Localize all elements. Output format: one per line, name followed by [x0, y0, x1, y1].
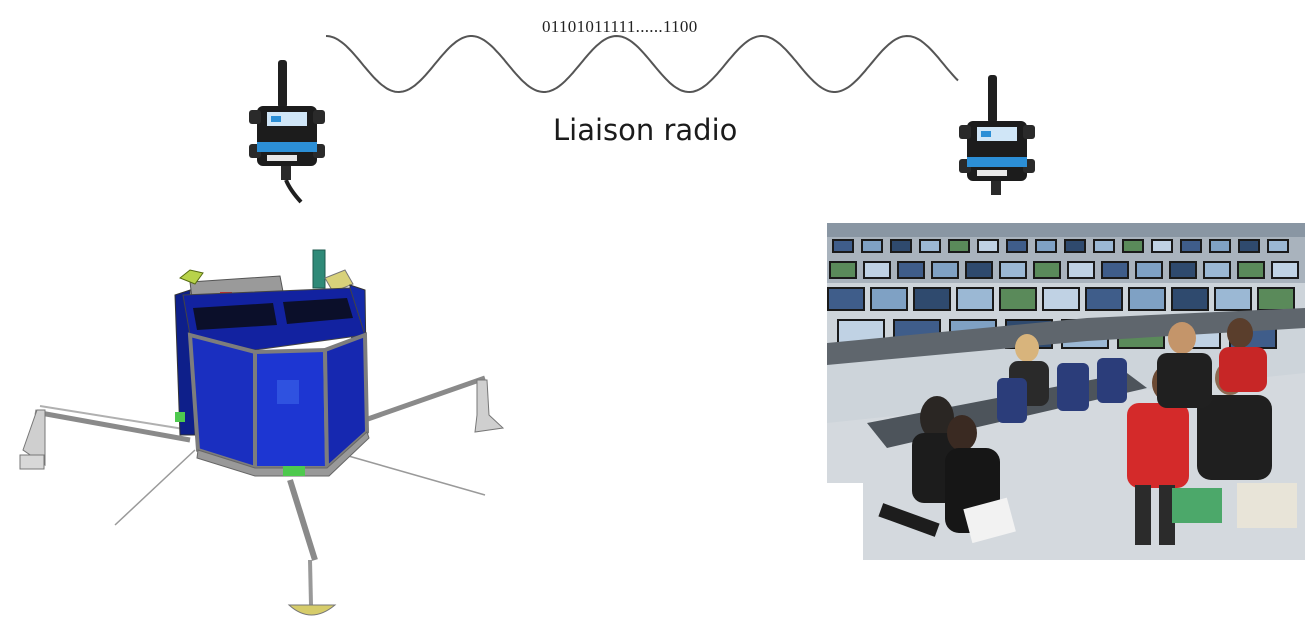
monitor-screen	[892, 241, 910, 251]
monitor-screen	[899, 263, 923, 277]
radio-transceiver-icon	[249, 60, 325, 204]
mission-control-room-photo	[827, 223, 1305, 560]
monitor-screen	[967, 263, 991, 277]
monitor-screen	[1124, 241, 1142, 251]
radio-transceiver-icon	[959, 75, 1035, 195]
monitor-screen	[1001, 263, 1025, 277]
monitor-screen	[1035, 263, 1059, 277]
monitor-screen	[1273, 263, 1297, 277]
monitor-screen	[1216, 289, 1250, 309]
monitor-screen	[1103, 263, 1127, 277]
monitor-screen	[1130, 289, 1164, 309]
monitor-screen	[1173, 289, 1207, 309]
monitor-screen	[1069, 263, 1093, 277]
monitor-screen	[1239, 263, 1263, 277]
monitor-screen	[1259, 289, 1293, 309]
monitor-screen	[1205, 263, 1229, 277]
monitor-screen	[831, 263, 855, 277]
monitor-screen	[933, 263, 957, 277]
radio-wave-signal	[325, 34, 959, 94]
bitstream-label: 01101011111......1100	[542, 17, 698, 36]
monitor-screen	[829, 289, 863, 309]
monitor-screen	[1182, 241, 1200, 251]
monitor-screen	[1171, 263, 1195, 277]
radio-link-label: Liaison radio	[553, 113, 738, 147]
monitor-screen	[872, 289, 906, 309]
monitor-screen	[921, 241, 939, 251]
monitor-screen	[950, 241, 968, 251]
monitor-screen	[1269, 241, 1287, 251]
monitor-screen	[1001, 289, 1035, 309]
monitor-screen	[863, 241, 881, 251]
monitor-screen	[1037, 241, 1055, 251]
monitor-screen	[1153, 241, 1171, 251]
monitor-screen	[1211, 241, 1229, 251]
monitor-screen	[865, 263, 889, 277]
monitor-screen	[915, 289, 949, 309]
monitor-screen	[958, 289, 992, 309]
monitor-screen	[1087, 289, 1121, 309]
monitor-screen	[1137, 263, 1161, 277]
monitor-screen	[1066, 241, 1084, 251]
space-lander-icon	[19, 249, 505, 616]
monitor-screen	[1008, 241, 1026, 251]
monitor-screen	[979, 241, 997, 251]
monitor-screen	[1095, 241, 1113, 251]
monitor-screen	[834, 241, 852, 251]
monitor-screen	[1240, 241, 1258, 251]
wave-path	[325, 34, 959, 94]
monitor-screen	[1044, 289, 1078, 309]
